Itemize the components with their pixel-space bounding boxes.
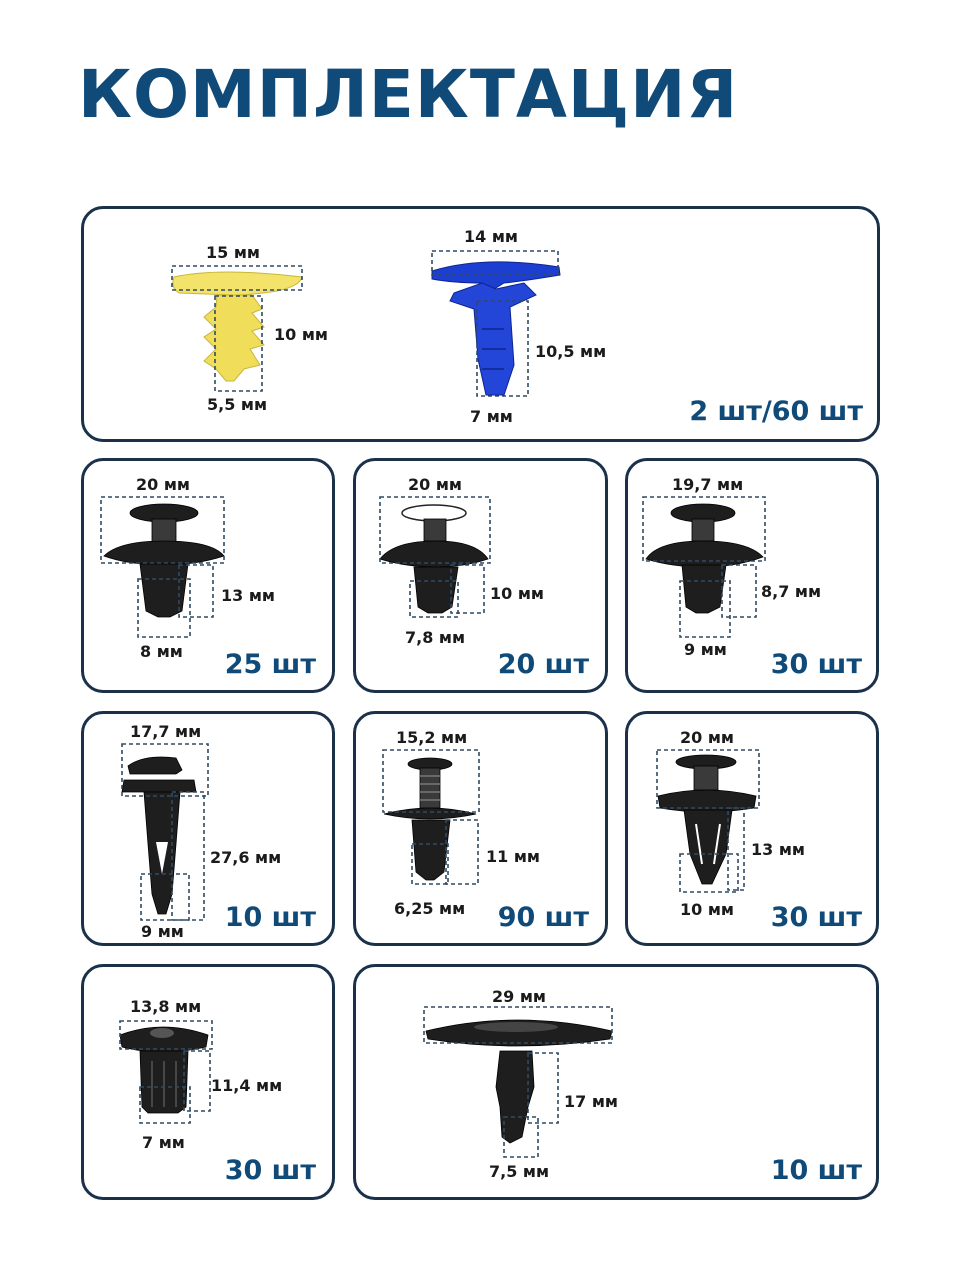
kit-card-5: 17,7 мм 27,6 мм 9 мм 10 шт bbox=[81, 711, 335, 946]
black-clip-icon bbox=[121, 756, 197, 915]
yellow-clip-icon bbox=[172, 271, 303, 382]
dim-width: 29 мм bbox=[492, 987, 546, 1006]
black-clip-icon bbox=[425, 1019, 613, 1144]
black-clip-icon bbox=[383, 757, 477, 881]
dim-height-right: 10,5 мм bbox=[535, 342, 607, 361]
black-clip-icon bbox=[645, 503, 764, 614]
quantity-label: 30 шт bbox=[224, 1155, 316, 1186]
black-clip-icon bbox=[103, 503, 225, 618]
dim-width-left: 15 мм bbox=[206, 243, 260, 262]
dim-stem: 7,5 мм bbox=[489, 1162, 550, 1181]
dim-height: 10 мм bbox=[490, 584, 544, 603]
clip-illustrations bbox=[171, 250, 561, 397]
kit-card-7: 20 мм 13 мм 10 мм 30 шт bbox=[625, 711, 879, 946]
clip-illustration bbox=[423, 1006, 613, 1158]
quantity-label: 10 шт bbox=[770, 1155, 862, 1186]
quantity-label: 2 шт/60 шт bbox=[689, 396, 863, 427]
dim-width: 20 мм bbox=[136, 475, 190, 494]
clip-illustration bbox=[121, 743, 209, 921]
dim-stem-left: 5,5 мм bbox=[207, 395, 268, 414]
clip-illustration bbox=[642, 496, 766, 638]
kit-card-4: 19,7 мм 8,7 мм 9 мм 30 шт bbox=[625, 458, 879, 693]
black-clip-icon bbox=[657, 754, 757, 885]
dim-stem-right: 7 мм bbox=[470, 407, 513, 426]
dim-width: 20 мм bbox=[680, 728, 734, 747]
kit-card-9: 29 мм 17 мм 7,5 мм 10 шт bbox=[353, 964, 879, 1200]
dim-height: 13 мм bbox=[221, 586, 275, 605]
page-title: КОМПЛЕКТАЦИЯ bbox=[78, 56, 739, 133]
dim-height-left: 10 мм bbox=[274, 325, 328, 344]
black-clip-icon bbox=[379, 504, 489, 614]
dim-height: 27,6 мм bbox=[210, 848, 282, 867]
kit-card-2: 20 мм 13 мм 8 мм 25 шт bbox=[81, 458, 335, 693]
dim-width: 20 мм bbox=[408, 475, 462, 494]
quantity-label: 30 шт bbox=[770, 902, 862, 933]
kit-card-3: 20 мм 10 мм 7,8 мм 20 шт bbox=[353, 458, 608, 693]
dim-stem: 9 мм bbox=[684, 640, 727, 659]
black-clip-icon bbox=[119, 1026, 209, 1114]
dim-height: 11,4 мм bbox=[211, 1076, 283, 1095]
quantity-label: 20 шт bbox=[497, 649, 589, 680]
dim-stem: 6,25 мм bbox=[394, 899, 466, 918]
dim-stem: 8 мм bbox=[140, 642, 183, 661]
dim-height: 8,7 мм bbox=[761, 582, 822, 601]
clip-illustration bbox=[656, 749, 760, 893]
dim-height: 17 мм bbox=[564, 1092, 618, 1111]
dim-stem: 9 мм bbox=[141, 922, 184, 941]
kit-card-8: 13,8 мм 11,4 мм 7 мм 30 шт bbox=[81, 964, 335, 1200]
quantity-label: 10 шт bbox=[224, 902, 316, 933]
clip-illustration bbox=[100, 496, 225, 638]
kit-card-6: 15,2 мм 11 мм 6,25 мм 90 шт bbox=[353, 711, 608, 946]
dim-width-right: 14 мм bbox=[464, 227, 518, 246]
quantity-label: 90 шт bbox=[497, 902, 589, 933]
dim-height: 13 мм bbox=[751, 840, 805, 859]
quantity-label: 25 шт bbox=[224, 649, 316, 680]
dim-width: 19,7 мм bbox=[672, 475, 744, 494]
dim-width: 15,2 мм bbox=[396, 728, 468, 747]
clip-illustration bbox=[379, 496, 491, 618]
dim-width: 13,8 мм bbox=[130, 997, 202, 1016]
dim-stem: 10 мм bbox=[680, 900, 734, 919]
dim-stem: 7,8 мм bbox=[405, 628, 466, 647]
quantity-label: 30 шт bbox=[770, 649, 862, 680]
dim-height: 11 мм bbox=[486, 847, 540, 866]
kit-card-1: 15 мм 10 мм 5,5 мм 14 мм 10,5 мм 7 мм 2 … bbox=[81, 206, 880, 442]
dim-width: 17,7 мм bbox=[130, 722, 202, 741]
clip-illustration bbox=[119, 1020, 213, 1124]
clip-illustration bbox=[382, 749, 480, 885]
blue-clip-icon bbox=[431, 261, 561, 396]
dim-stem: 7 мм bbox=[142, 1133, 185, 1152]
